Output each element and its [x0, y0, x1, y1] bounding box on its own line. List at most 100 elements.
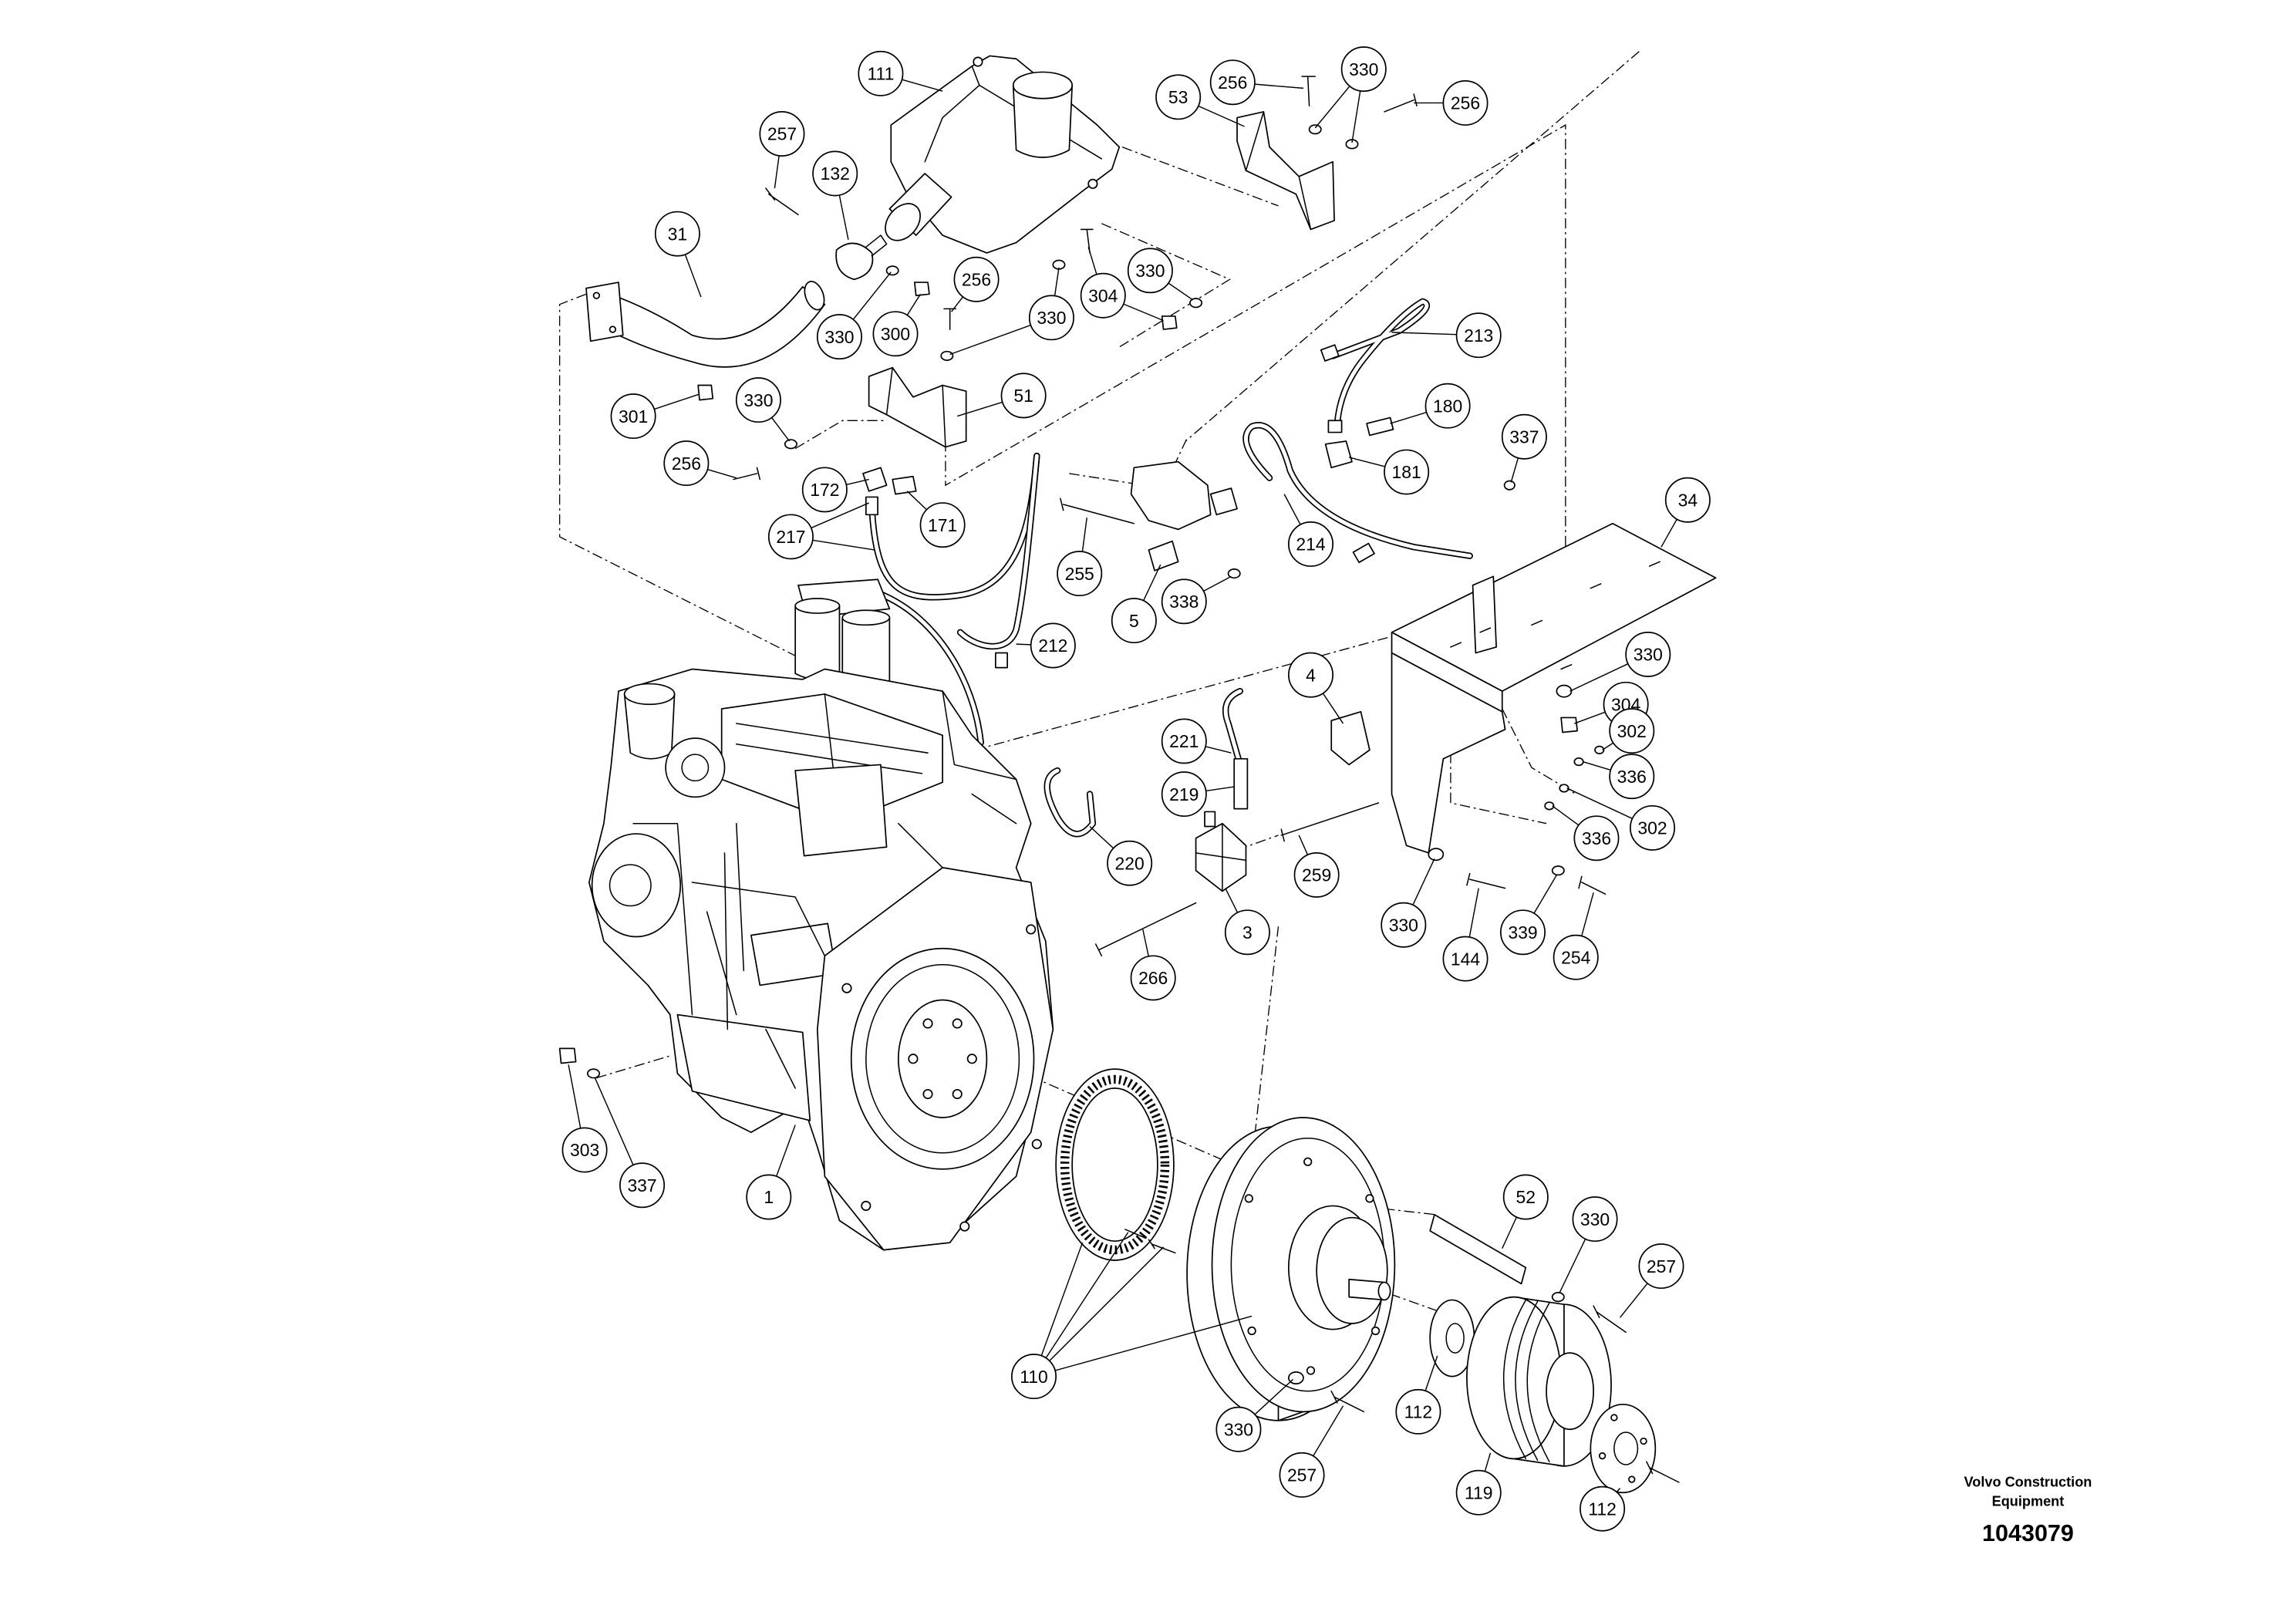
- exhaust-pipe: [585, 234, 888, 368]
- callout-111: 111: [858, 50, 904, 96]
- callout-number: 112: [1404, 1402, 1432, 1422]
- drum-bolt-hole: [1244, 1194, 1253, 1203]
- fitting-172: [862, 467, 888, 492]
- callout-circle: [654, 211, 700, 257]
- callout-circle: [619, 1162, 666, 1209]
- callout-31: 31: [654, 211, 700, 257]
- hub-plate-left-hole: [1445, 1323, 1465, 1354]
- mounting-plate: [1391, 522, 1717, 854]
- callout-330: 330: [1028, 295, 1074, 341]
- dashed-line-nut: [596, 1055, 671, 1079]
- callout-330: 330: [816, 314, 862, 360]
- callout-number: 110: [1020, 1367, 1047, 1387]
- callout-217: 217: [767, 514, 814, 560]
- fitting-181: [1324, 440, 1353, 469]
- callout-circle: [812, 150, 858, 197]
- pulley-119: [1466, 1296, 1612, 1467]
- fitting-180: [1366, 416, 1394, 437]
- callout-number: 257: [767, 124, 797, 144]
- callout-circle: [1155, 74, 1202, 120]
- valve-fitting: [1204, 811, 1216, 828]
- callout-number: 217: [776, 527, 805, 547]
- callout-circle: [561, 1127, 608, 1173]
- callout-336: 336: [1609, 754, 1655, 800]
- washer: [1556, 684, 1573, 698]
- washer: [1551, 865, 1565, 876]
- callout-number: 337: [627, 1175, 656, 1195]
- callout-256: 256: [663, 440, 710, 487]
- callout-number: 111: [868, 64, 895, 84]
- drum-bolt-hole: [1303, 1157, 1313, 1166]
- callout-number: 221: [1169, 731, 1199, 751]
- ring-gear: [1055, 1068, 1175, 1261]
- callout-number: 219: [1169, 784, 1199, 804]
- strap-52: [1429, 1214, 1527, 1285]
- housing-bolt-hole: [841, 983, 852, 993]
- callout-132: 132: [812, 150, 858, 197]
- bolt: [1384, 93, 1418, 113]
- callout-number: 171: [928, 515, 957, 535]
- fittings: [862, 344, 1394, 892]
- leader-lines: [568, 69, 1688, 1509]
- callout-180: 180: [1424, 383, 1471, 429]
- washer: [885, 265, 899, 276]
- callout-number: 212: [1038, 636, 1067, 656]
- filter-cartridge-right-top: [841, 609, 891, 626]
- bolt: [1060, 497, 1135, 524]
- callout-number: 214: [1296, 534, 1325, 555]
- pipe-clamp: [835, 242, 874, 281]
- callout-number: 112: [1588, 1499, 1616, 1519]
- callout-259: 259: [1293, 851, 1340, 898]
- callout-number: 304: [1088, 285, 1118, 305]
- housing-bolt-hole: [1026, 924, 1037, 935]
- callout-number: 330: [1580, 1209, 1610, 1229]
- mounting-plate-vertical: [1391, 652, 1506, 854]
- callout-221: 221: [1161, 718, 1207, 764]
- nut: [1161, 315, 1178, 330]
- callout-circle: [663, 440, 710, 487]
- flywheel-bolt-hole: [922, 1088, 933, 1100]
- bracket-51: [868, 366, 967, 448]
- callout-337: 337: [619, 1162, 666, 1209]
- callout-number: 220: [1115, 853, 1145, 873]
- washer: [1308, 124, 1322, 135]
- tee-block-5: [1130, 460, 1212, 531]
- footer-block: Volvo Construction Equipment 1043079: [1964, 1475, 2092, 1547]
- callout-53: 53: [1155, 74, 1202, 120]
- callout-circle: [1279, 1452, 1325, 1498]
- callout-336: 336: [1573, 815, 1620, 862]
- callout-110: 110: [1011, 1354, 1057, 1400]
- callout-number: 330: [824, 327, 854, 347]
- dashed-line-bracket51: [794, 420, 884, 450]
- callout-number: 213: [1464, 325, 1493, 346]
- hose-212-end-fitting: [995, 652, 1008, 669]
- bolt: [1578, 875, 1607, 895]
- dashed-line-left: [558, 293, 807, 663]
- hose-217-fitting: [865, 496, 878, 516]
- company-name-line1: Volvo Construction: [1964, 1475, 2092, 1490]
- callout-circle: [1573, 815, 1620, 862]
- pipe-clamp-tab: [865, 234, 888, 257]
- exhaust-elbow-end: [885, 203, 921, 241]
- washer: [1503, 480, 1515, 491]
- callout-34: 34: [1664, 477, 1711, 523]
- engine: [588, 668, 1054, 1251]
- dashed-line-long: [945, 123, 1566, 630]
- turbocharger: [665, 737, 726, 798]
- washer: [1288, 1371, 1304, 1384]
- callout-circle: [953, 256, 1000, 302]
- drum-bolt-hole: [1306, 1366, 1316, 1375]
- bracket-51-fold: [885, 366, 946, 448]
- bolt: [733, 467, 761, 481]
- bracket-53-fold: [1245, 111, 1312, 231]
- callout-257: 257: [1638, 1243, 1684, 1290]
- callout-circle: [1111, 598, 1157, 644]
- callout-330: 330: [1572, 1196, 1618, 1243]
- callout-circle: [1028, 295, 1074, 341]
- callout-circle: [1442, 80, 1489, 126]
- washer: [784, 439, 797, 450]
- rod-266: [1094, 902, 1197, 957]
- callout-214: 214: [1288, 521, 1334, 567]
- flange-bolt-hole: [592, 292, 601, 299]
- callout-circle: [1384, 449, 1430, 495]
